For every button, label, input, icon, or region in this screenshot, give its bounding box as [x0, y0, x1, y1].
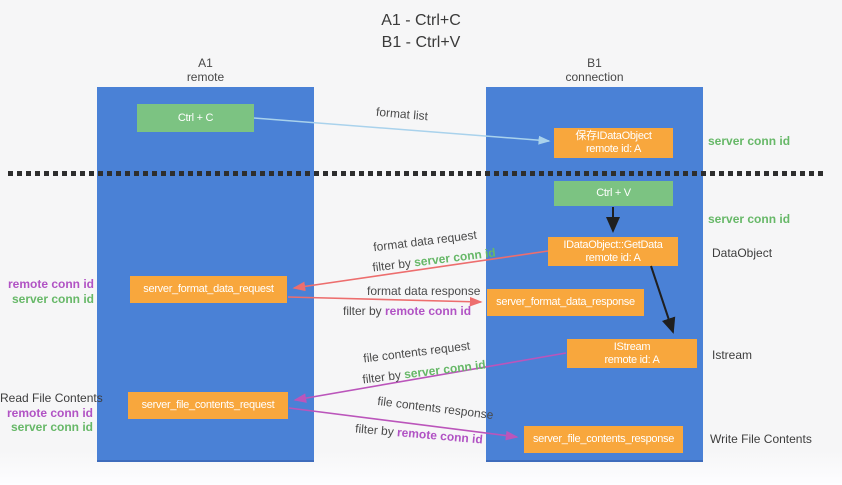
format-conn-id-block: remote conn id server conn id	[0, 277, 94, 306]
title-line-2: B1 - Ctrl+V	[381, 34, 461, 51]
node-server-format-data-response: server_format_data_response	[487, 289, 644, 316]
file-conn-id-block: Read File Contents remote conn id server…	[0, 391, 103, 435]
node-save-idataobject-line2: remote id: A	[585, 143, 642, 155]
arrow-label-format-list: format list	[375, 104, 429, 124]
lane-a-header: A1 remote	[97, 56, 314, 84]
label-file-server-conn-id: server conn id	[10, 420, 93, 434]
filter-prefix: filter by	[371, 255, 416, 275]
node-ctrl-c-label: Ctrl + C	[177, 111, 214, 124]
arrow-label-file-contents-response: file contents response	[376, 393, 495, 423]
title-line-1: A1 - Ctrl+C	[381, 12, 461, 29]
node-ctrl-v-label: Ctrl + V	[596, 187, 631, 199]
filter-keyword-server-conn-id: server conn id	[403, 357, 487, 382]
label-format-remote-conn-id: remote conn id	[7, 277, 94, 291]
lane-b-header: B1 connection	[486, 56, 703, 84]
filter-prefix: filter by	[361, 367, 406, 387]
lane-b-id: B1	[587, 56, 602, 70]
label-write-file-contents: Write File Contents	[710, 432, 812, 446]
filter-keyword-server-conn-id: server conn id	[413, 245, 497, 270]
node-ctrl-c: Ctrl + C	[137, 104, 254, 132]
node-istream-line1: IStream	[613, 340, 651, 353]
filter-keyword-remote-conn-id: remote conn id	[396, 425, 484, 447]
node-istream: IStream remote id: A	[567, 339, 697, 368]
node-server-format-data-request: server_format_data_request	[130, 276, 287, 303]
node-server-format-data-response-label: server_format_data_response	[496, 296, 635, 308]
node-server-file-contents-response-label: server_file_contents_response	[532, 433, 675, 445]
label-istream: Istream	[712, 348, 753, 362]
lane-a-role: remote	[186, 70, 225, 84]
label-server-conn-id-top: server conn id	[708, 134, 791, 148]
arrow-label-file-response-filter: filter by remote conn id	[355, 421, 484, 446]
node-ctrl-v: Ctrl + V	[554, 181, 673, 206]
lane-a-id: A1	[198, 56, 213, 70]
arrow-label-format-response-filter: filter by remote conn id	[343, 304, 471, 318]
node-istream-line2: remote id: A	[604, 353, 660, 366]
lane-b-role: connection	[565, 70, 624, 84]
label-format-server-conn-id: server conn id	[11, 291, 94, 306]
label-file-remote-conn-id: remote conn id	[6, 405, 93, 420]
node-idataobject-getdata: IDataObject::GetData remote id: A	[548, 237, 678, 266]
node-getdata-line2: remote id: A	[585, 251, 641, 264]
filter-keyword-remote-conn-id: remote conn id	[385, 304, 472, 318]
label-read-file-contents: Read File Contents	[0, 391, 103, 405]
filter-prefix: filter by	[343, 304, 386, 318]
node-server-file-contents-request-label: server_file_contents_request	[141, 399, 275, 411]
label-server-conn-id-mid: server conn id	[708, 212, 791, 226]
phase-separator-dotted-line	[8, 171, 824, 176]
node-server-format-data-request-label: server_format_data_request	[143, 283, 274, 295]
node-server-file-contents-request: server_file_contents_request	[128, 392, 288, 419]
label-dataobject: DataObject	[712, 246, 773, 260]
node-save-idataobject-line1: 保存IDataObject	[575, 130, 652, 142]
filter-prefix: filter by	[354, 421, 398, 440]
node-server-file-contents-response: server_file_contents_response	[524, 426, 683, 453]
diagram-title: A1 - Ctrl+C B1 - Ctrl+V	[0, 10, 842, 54]
node-getdata-line1: IDataObject::GetData	[563, 238, 663, 251]
node-save-idataobject: 保存IDataObject remote id: A	[554, 128, 673, 158]
arrow-label-format-data-response: format data response	[367, 284, 481, 298]
